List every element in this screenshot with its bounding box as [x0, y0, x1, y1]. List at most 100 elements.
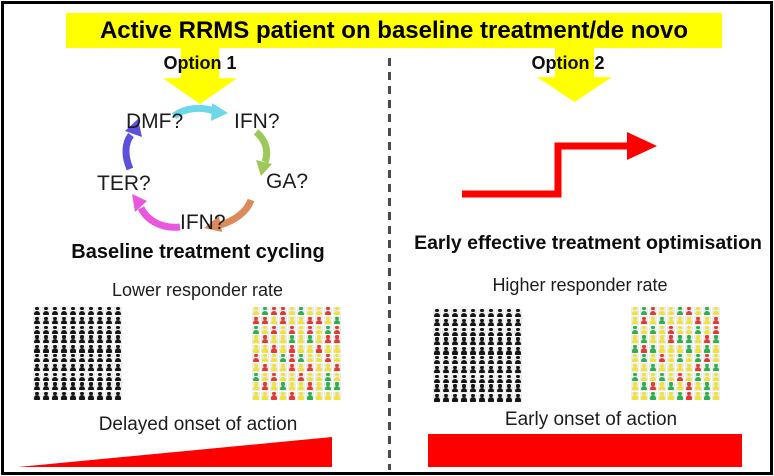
person-icon [451, 374, 459, 384]
person-icon [514, 393, 522, 403]
option1-responder-rate-label: Lower responder rate [111, 280, 284, 300]
person-icon [279, 344, 287, 354]
person-icon [658, 316, 666, 325]
person-icon [712, 353, 720, 363]
person-icon [261, 344, 269, 354]
person-icon [667, 344, 675, 354]
person-icon [658, 391, 666, 401]
banner-title: Active RRMS patient on baseline treatmen… [99, 16, 689, 44]
person-icon [78, 316, 86, 325]
person-icon [87, 391, 95, 401]
person-icon [658, 353, 666, 363]
person-icon [676, 353, 684, 363]
person-icon [469, 318, 477, 327]
person-icon [505, 393, 513, 403]
person-icon [514, 384, 522, 393]
person-icon [433, 337, 441, 346]
person-icon [676, 391, 684, 401]
person-icon [42, 325, 50, 335]
cycle-label-ter: TER? [97, 172, 151, 195]
person-icon [442, 393, 450, 403]
person-icon [78, 307, 86, 316]
person-icon [324, 344, 332, 354]
person-icon [478, 337, 486, 346]
person-icon [297, 335, 305, 344]
person-icon [658, 307, 666, 316]
person-icon [460, 327, 468, 337]
person-icon [676, 363, 684, 372]
option2-responder-grid [631, 307, 720, 401]
person-icon [60, 353, 68, 363]
person-icon [442, 384, 450, 393]
person-icon [667, 382, 675, 391]
person-icon [667, 307, 675, 316]
divider-dashed-line [388, 58, 391, 470]
person-icon [252, 335, 260, 344]
option1-label: Option 1 [163, 53, 237, 73]
person-icon [306, 391, 314, 401]
person-icon [288, 363, 296, 372]
person-icon [324, 335, 332, 344]
person-icon [114, 325, 122, 335]
person-icon [252, 344, 260, 354]
person-icon [69, 372, 77, 382]
person-icon [315, 353, 323, 363]
person-icon [433, 393, 441, 403]
person-icon [324, 372, 332, 382]
person-icon [505, 384, 513, 393]
person-icon [685, 307, 693, 316]
person-icon [288, 316, 296, 325]
person-icon [51, 316, 59, 325]
person-icon [297, 316, 305, 325]
person-icon [649, 344, 657, 354]
person-icon [96, 391, 104, 401]
person-icon [676, 335, 684, 344]
person-icon [78, 372, 86, 382]
person-icon [649, 307, 657, 316]
person-icon [451, 327, 459, 337]
person-icon [33, 325, 41, 335]
person-icon [261, 363, 269, 372]
person-icon [105, 372, 113, 382]
person-icon [433, 346, 441, 356]
person-icon [42, 353, 50, 363]
person-icon [252, 307, 260, 316]
person-icon [460, 318, 468, 327]
person-icon [288, 307, 296, 316]
person-icon [333, 391, 341, 401]
person-icon [487, 318, 495, 327]
person-icon [514, 327, 522, 337]
person-icon [703, 344, 711, 354]
person-icon [685, 391, 693, 401]
person-icon [105, 316, 113, 325]
person-icon [487, 355, 495, 365]
person-icon [51, 353, 59, 363]
person-icon [433, 365, 441, 374]
person-icon [42, 307, 50, 316]
person-icon [667, 335, 675, 344]
person-icon [78, 344, 86, 354]
person-icon [279, 353, 287, 363]
person-icon [60, 316, 68, 325]
person-icon [69, 363, 77, 372]
person-icon [685, 372, 693, 382]
person-icon [712, 391, 720, 401]
person-icon [105, 307, 113, 316]
person-icon [442, 374, 450, 384]
person-icon [261, 316, 269, 325]
step-up-arrow-icon [462, 132, 657, 198]
person-icon [487, 384, 495, 393]
person-icon [333, 335, 341, 344]
person-icon [496, 384, 504, 393]
person-icon [261, 382, 269, 391]
person-icon [78, 363, 86, 372]
person-icon [496, 346, 504, 356]
person-icon [451, 393, 459, 403]
person-icon [324, 382, 332, 391]
person-icon [306, 353, 314, 363]
person-icon [460, 355, 468, 365]
person-icon [78, 325, 86, 335]
option2-nonresponder-grid [433, 309, 522, 403]
person-icon [87, 307, 95, 316]
person-icon [105, 325, 113, 335]
